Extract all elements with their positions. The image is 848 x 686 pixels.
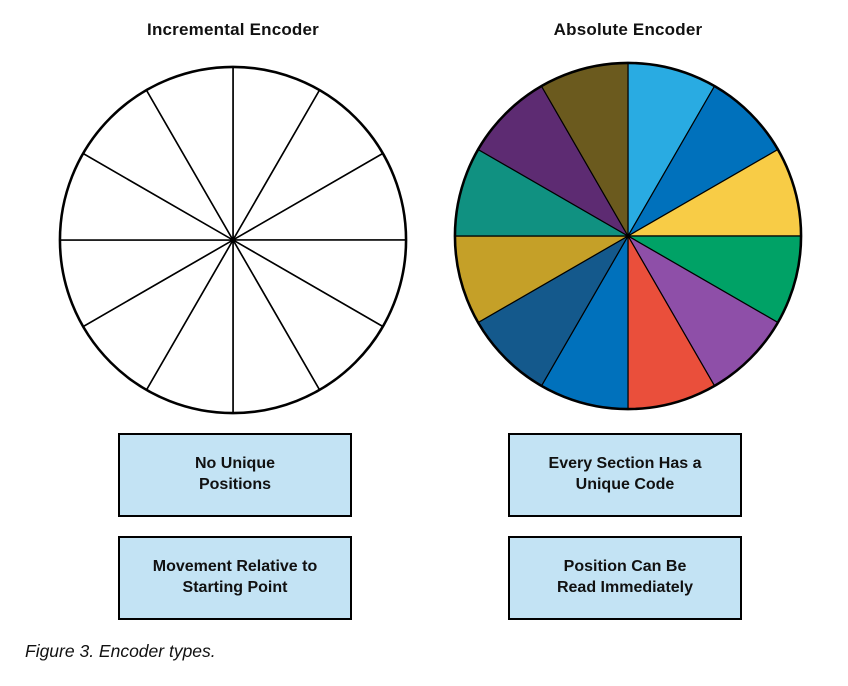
box-label: Every Section Has a Unique Code: [548, 455, 702, 493]
wheel-rim: [58, 65, 408, 415]
incremental-encoder-title: Incremental Encoder: [147, 20, 319, 39]
absolute-encoder-title: Absolute Encoder: [553, 20, 703, 39]
incremental-box-no-unique-positions: No Unique Positions: [118, 433, 352, 517]
box-label: Position Can Be Read Immediately: [556, 558, 694, 596]
figure-caption: Figure 3. Encoder types.: [25, 641, 216, 661]
box-label: Movement Relative to Starting Point: [152, 558, 318, 596]
wheel-rim: [453, 61, 803, 411]
absolute-box-unique-code: Every Section Has a Unique Code: [508, 433, 742, 517]
absolute-box-read-immediately: Position Can Be Read Immediately: [508, 536, 742, 620]
absolute-encoder-wheel: [453, 61, 803, 411]
box-label: No Unique Positions: [195, 455, 275, 493]
incremental-encoder-wheel: [58, 65, 408, 415]
incremental-box-movement-relative: Movement Relative to Starting Point: [118, 536, 352, 620]
